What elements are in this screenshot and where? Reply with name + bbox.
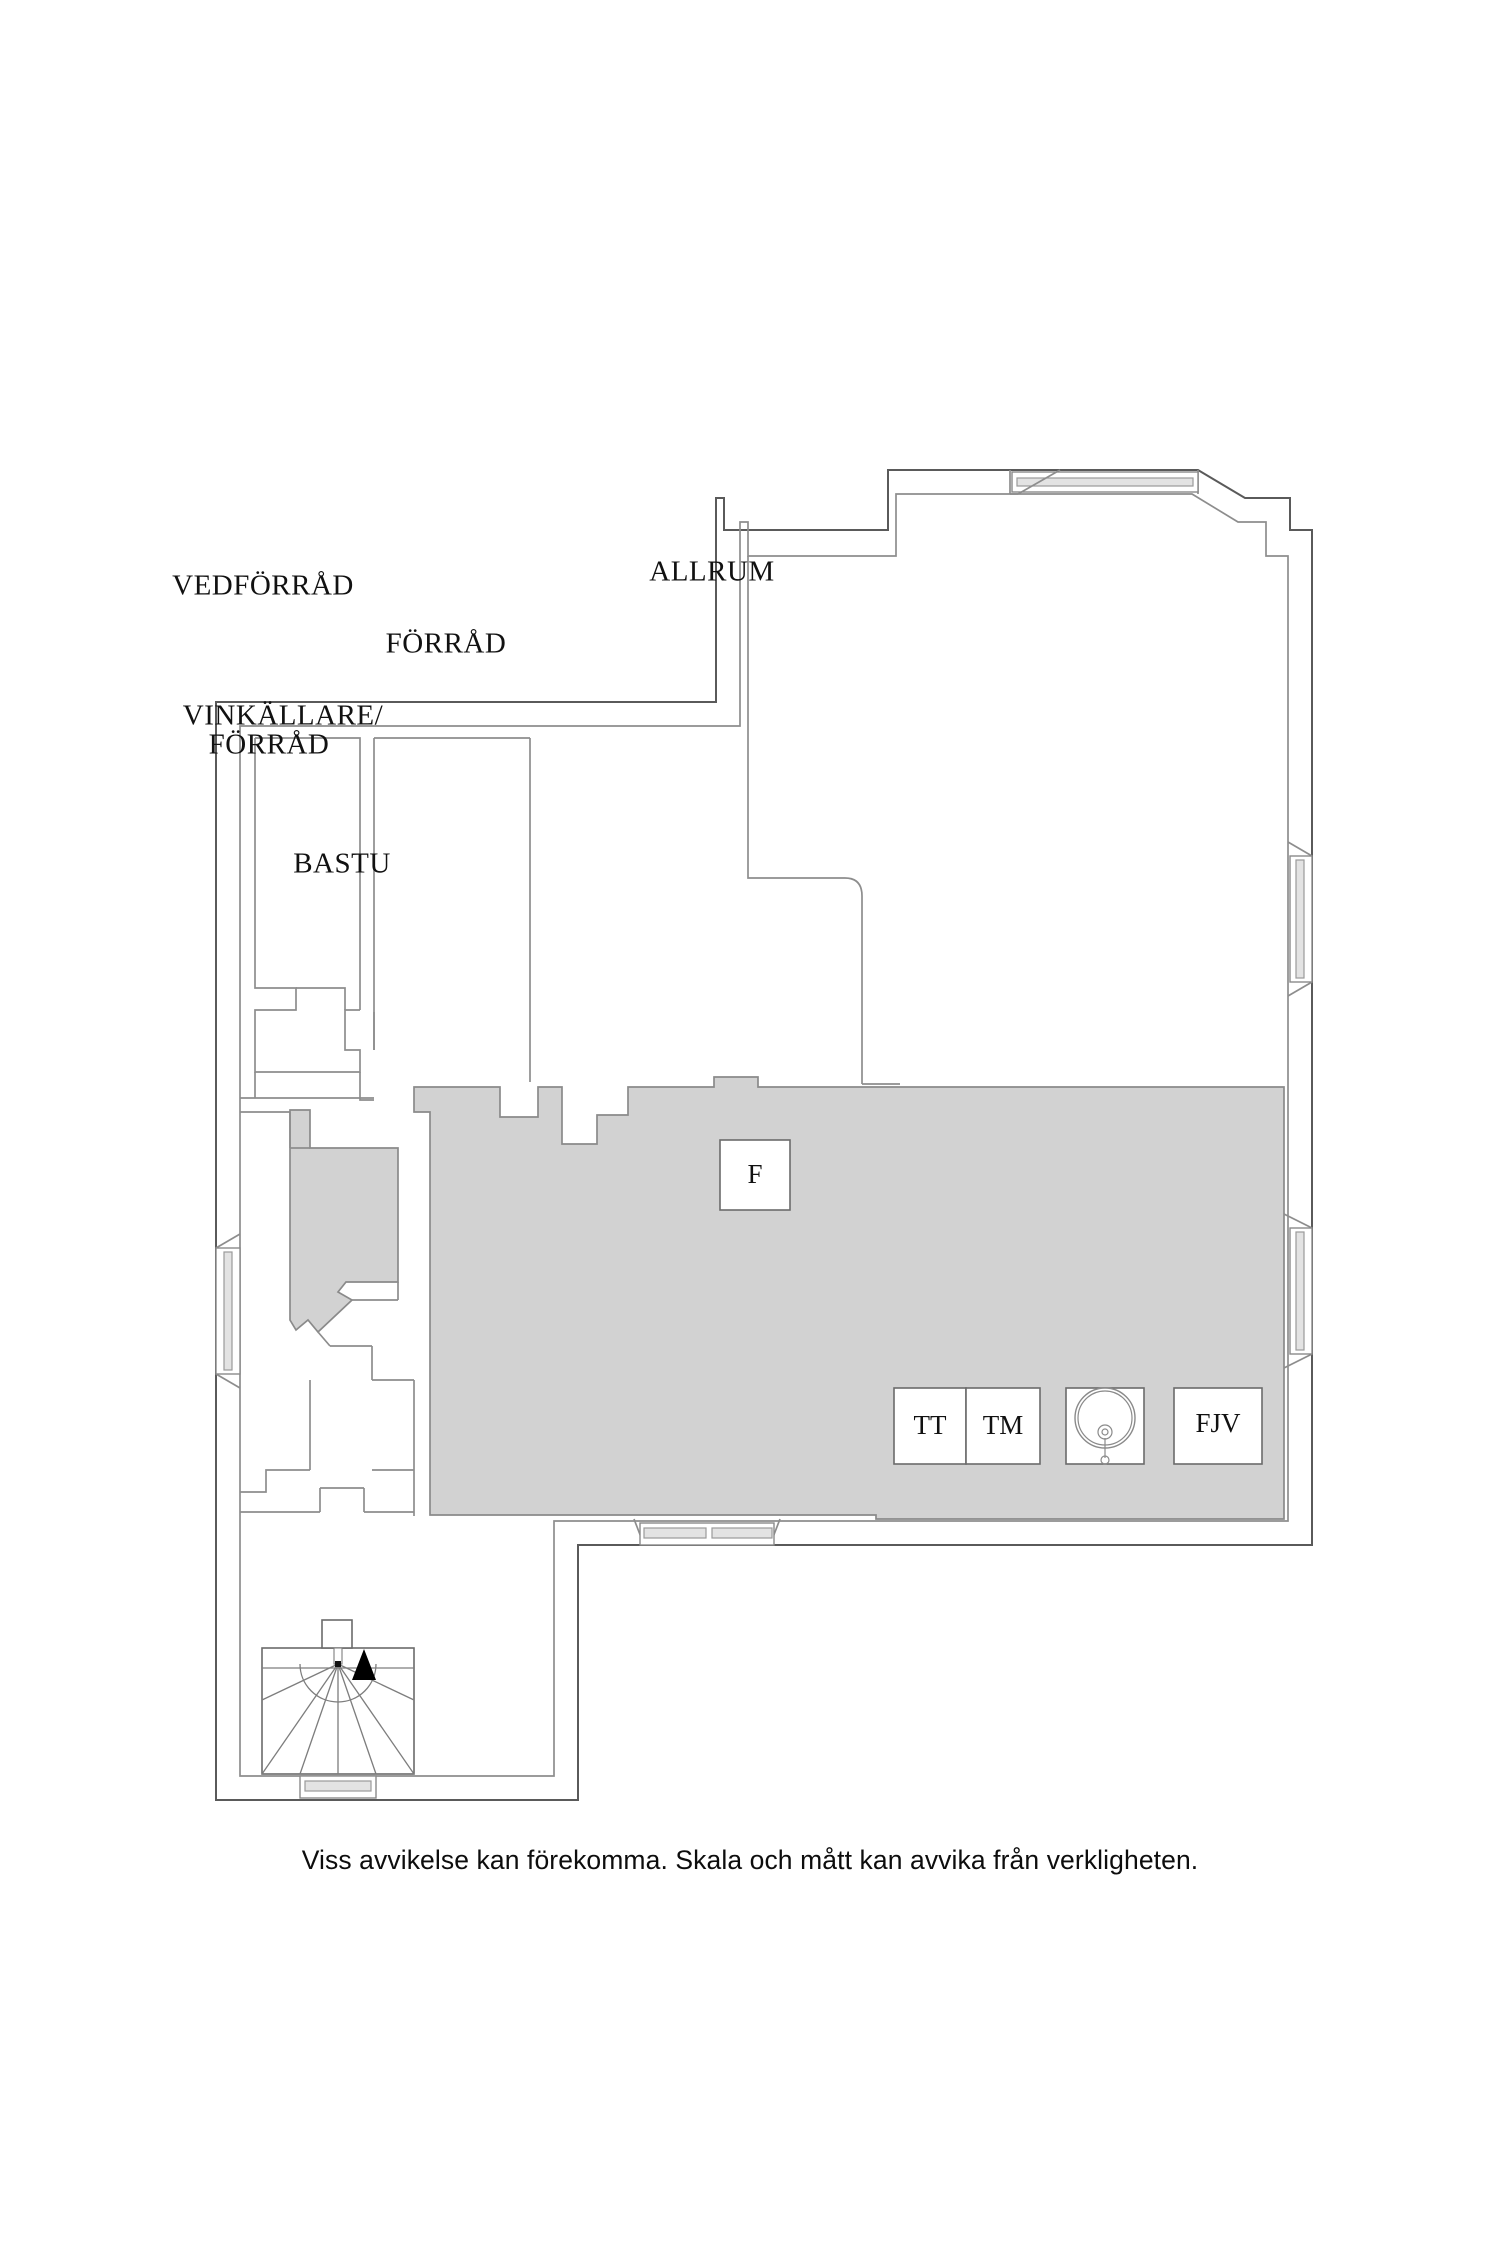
marker-label-tt: TT	[914, 1410, 947, 1440]
room-label-vedforrad: VEDFÖRRÅD	[172, 570, 354, 602]
plan-caption: Viss avvikelse kan förekomma. Skala och …	[301, 1845, 1199, 1875]
allrum-inner-wall	[747, 556, 900, 1085]
room-label-bastu: BASTU	[293, 848, 391, 880]
staircase	[261, 1619, 415, 1775]
marker-label-fjv: FJV	[1195, 1408, 1241, 1438]
window-bottom-mid	[633, 1518, 781, 1546]
floor-drain-fixture	[1065, 1387, 1145, 1465]
marker-label-f: F	[747, 1159, 762, 1189]
window-right-lower	[1283, 1213, 1313, 1369]
partition-upper-left	[240, 737, 531, 1101]
marker-label-tm: TM	[983, 1410, 1024, 1440]
room-label-vinkallare-line1: VINKÄLLARE/	[183, 700, 384, 732]
window-bottom-left	[299, 1775, 377, 1799]
marker-boxes	[719, 1139, 1263, 1465]
utility-gray-zone	[413, 1076, 1285, 1520]
partition-lower-left	[240, 1111, 415, 1516]
bay-window-north	[1009, 469, 1199, 495]
stair-up-arrow	[352, 1649, 376, 1680]
room-label-vinkallare-line2: FÖRRÅD	[209, 729, 330, 761]
outer-wall-inner-line	[239, 493, 1289, 1777]
room-label-allrum: ALLRUM	[649, 556, 774, 588]
room-label-forrad: FÖRRÅD	[386, 628, 507, 660]
window-right-upper	[1287, 841, 1313, 997]
window-left	[215, 1233, 241, 1389]
